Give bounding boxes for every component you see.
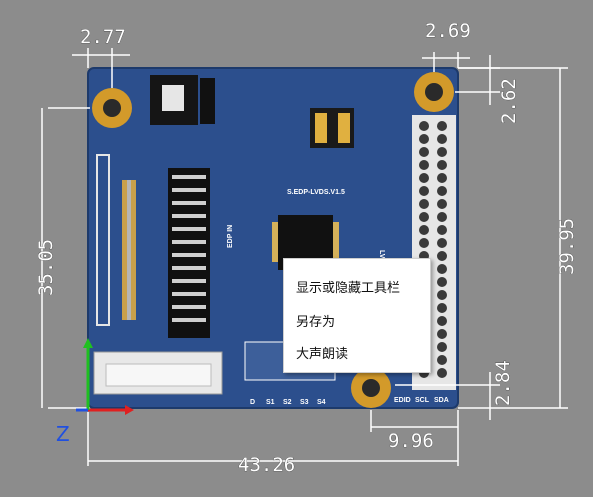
header-pin	[437, 147, 447, 157]
dimension-43-26: 43.26	[238, 454, 295, 476]
header-pin	[419, 121, 429, 131]
pin-label-s2: S2	[283, 399, 292, 406]
header-pin	[419, 147, 429, 157]
dimension-2-62: 2.62	[498, 78, 520, 124]
header-pin	[419, 173, 429, 183]
mounting-hole-top-right	[414, 72, 454, 112]
dimension-2-84: 2.84	[492, 360, 514, 406]
header-pin	[437, 212, 447, 222]
header-pin	[437, 303, 447, 313]
header-pin	[437, 173, 447, 183]
edp-pin-header	[168, 168, 210, 338]
header-pin	[419, 199, 429, 209]
menu-item-toggle-toolbar[interactable]: 显示或隐藏工具栏	[296, 281, 401, 296]
header-pin	[437, 368, 447, 378]
pin-label-s4: S4	[317, 399, 326, 406]
dimension-9-96: 9.96	[388, 430, 434, 452]
z-axis-label: Z	[56, 422, 70, 446]
header-pin	[437, 329, 447, 339]
header-pin	[172, 266, 206, 270]
header-pin	[437, 121, 447, 131]
header-pin	[419, 186, 429, 196]
header-pin	[172, 292, 206, 296]
header-pin	[172, 214, 206, 218]
header-pin	[172, 188, 206, 192]
header-pin	[172, 318, 206, 322]
header-pin	[419, 212, 429, 222]
dimension-35-05: 35.05	[35, 239, 57, 296]
header-pin	[419, 160, 429, 170]
header-pin	[172, 305, 206, 309]
header-pin	[172, 279, 206, 283]
pin-label-d: D	[250, 399, 255, 406]
menu-item-save-as[interactable]: 另存为	[296, 315, 336, 330]
dimension-39-95: 39.95	[556, 218, 578, 275]
header-pin	[172, 253, 206, 257]
header-pin	[419, 134, 429, 144]
board-name-label: S.EDP-LVDS.V1.5	[287, 189, 345, 196]
header-pin	[172, 175, 206, 179]
header-pin	[437, 316, 447, 326]
dimension-lines	[41, 48, 568, 466]
header-pin	[437, 251, 447, 261]
dimension-2-69: 2.69	[425, 20, 471, 42]
mounting-hole-bottom-right	[351, 368, 391, 408]
header-pin	[437, 264, 447, 274]
header-pin	[437, 225, 447, 235]
header-pin	[419, 225, 429, 235]
mounting-hole-top-left	[92, 88, 132, 128]
header-pin	[437, 342, 447, 352]
header-pin	[437, 277, 447, 287]
header-pin	[437, 355, 447, 365]
header-pin	[172, 227, 206, 231]
dimension-2-77: 2.77	[80, 26, 126, 48]
header-pin	[172, 201, 206, 205]
pin-label-s1: S1	[266, 399, 275, 406]
edp-in-label: EDP IN	[227, 225, 234, 248]
header-pin	[419, 238, 429, 248]
edid-label: EDID	[394, 397, 411, 404]
header-pin	[437, 199, 447, 209]
header-pin	[437, 134, 447, 144]
header-pin	[437, 160, 447, 170]
header-pin	[437, 238, 447, 248]
header-pin	[172, 240, 206, 244]
header-pin	[437, 186, 447, 196]
fpc-connector	[96, 154, 136, 326]
capacitor	[310, 108, 354, 148]
axis-triad: Z	[56, 338, 134, 446]
jst-connector	[93, 351, 223, 395]
sda-label: SDA	[434, 397, 449, 404]
context-menu: 显示或隐藏工具栏 另存为 大声朗读	[283, 258, 431, 373]
menu-item-read-aloud[interactable]: 大声朗读	[296, 347, 349, 362]
pin-label-s3: S3	[300, 399, 309, 406]
voltage-regulator	[150, 75, 215, 125]
header-pin	[437, 290, 447, 300]
scl-label: SCL	[415, 397, 430, 404]
